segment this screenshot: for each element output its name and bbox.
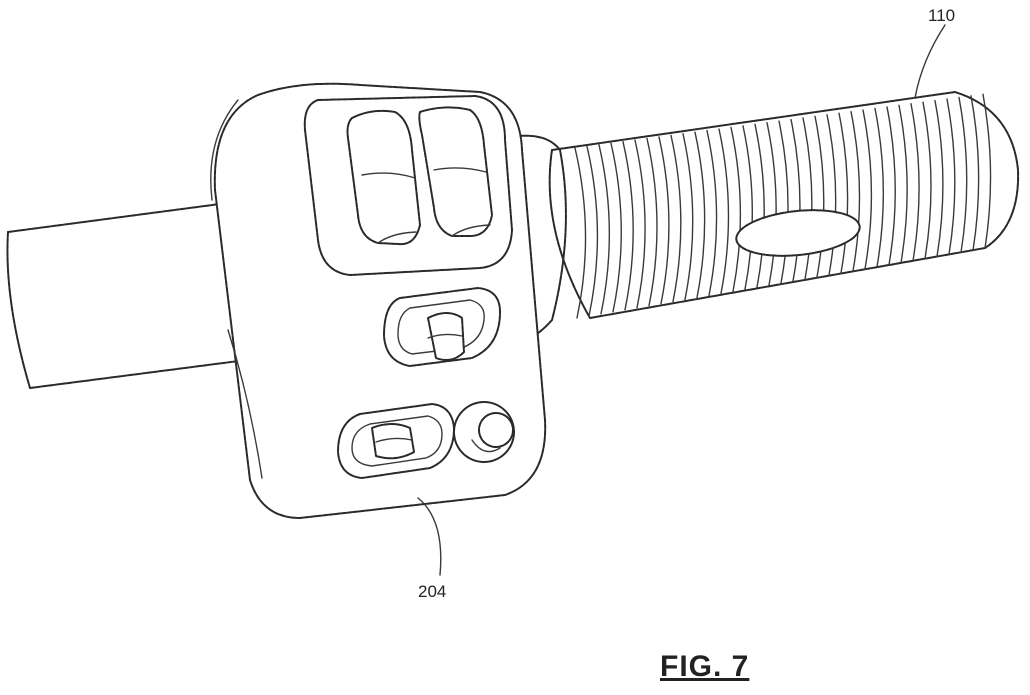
grip-rib: [634, 139, 646, 309]
grip: [548, 91, 1020, 319]
grip-rib: [790, 118, 801, 282]
grip-rib: [610, 142, 622, 313]
grip-rib: [682, 133, 694, 301]
grip-rib: [598, 144, 611, 315]
grip-rib: [946, 98, 956, 256]
grip-thumb-pad: [735, 209, 861, 257]
grip-rib: [910, 103, 920, 262]
push-button[interactable]: [453, 401, 515, 463]
grip-rib: [850, 110, 861, 272]
grip-rib: [670, 134, 682, 303]
grip-rib: [874, 107, 885, 268]
grip-rib: [658, 136, 670, 305]
grip-rib: [898, 104, 908, 264]
grip-rib: [778, 120, 789, 284]
grip-rib: [742, 125, 753, 291]
leader-line-110: [914, 24, 946, 99]
switch-housing: [210, 82, 547, 519]
figure-caption: FIG. 7: [660, 650, 750, 683]
grip-rib: [766, 122, 777, 286]
grip-rib: [982, 93, 992, 250]
grip-rib: [730, 126, 742, 293]
grip-rib: [802, 117, 813, 280]
grip-rib: [694, 131, 706, 299]
reference-numeral-204: 204: [418, 582, 447, 601]
grip-rib: [958, 96, 968, 254]
reference-numeral-110: 110: [928, 6, 956, 25]
grip-rib: [574, 147, 587, 319]
slide-switch-middle[interactable]: [383, 287, 501, 367]
grip-rib: [934, 99, 944, 258]
grip-rib: [754, 123, 765, 288]
grip-rib: [646, 137, 658, 307]
grip-rib: [718, 128, 730, 295]
leader-line-204: [417, 497, 442, 576]
grip-ribs: [574, 93, 992, 319]
grip-rib: [922, 101, 932, 260]
grip-rib: [814, 115, 825, 278]
rocker-switch-left[interactable]: [346, 109, 421, 246]
grip-rib: [970, 95, 980, 252]
grip-rib: [826, 114, 837, 276]
rocker-switch-right[interactable]: [418, 106, 493, 237]
slide-switch-lower[interactable]: [337, 403, 455, 479]
grip-rib: [862, 109, 873, 270]
grip-rib: [622, 140, 634, 311]
grip-rib: [586, 145, 599, 317]
grip-rib: [706, 129, 718, 297]
grip-rib: [886, 106, 896, 266]
grip-rib: [838, 112, 849, 274]
